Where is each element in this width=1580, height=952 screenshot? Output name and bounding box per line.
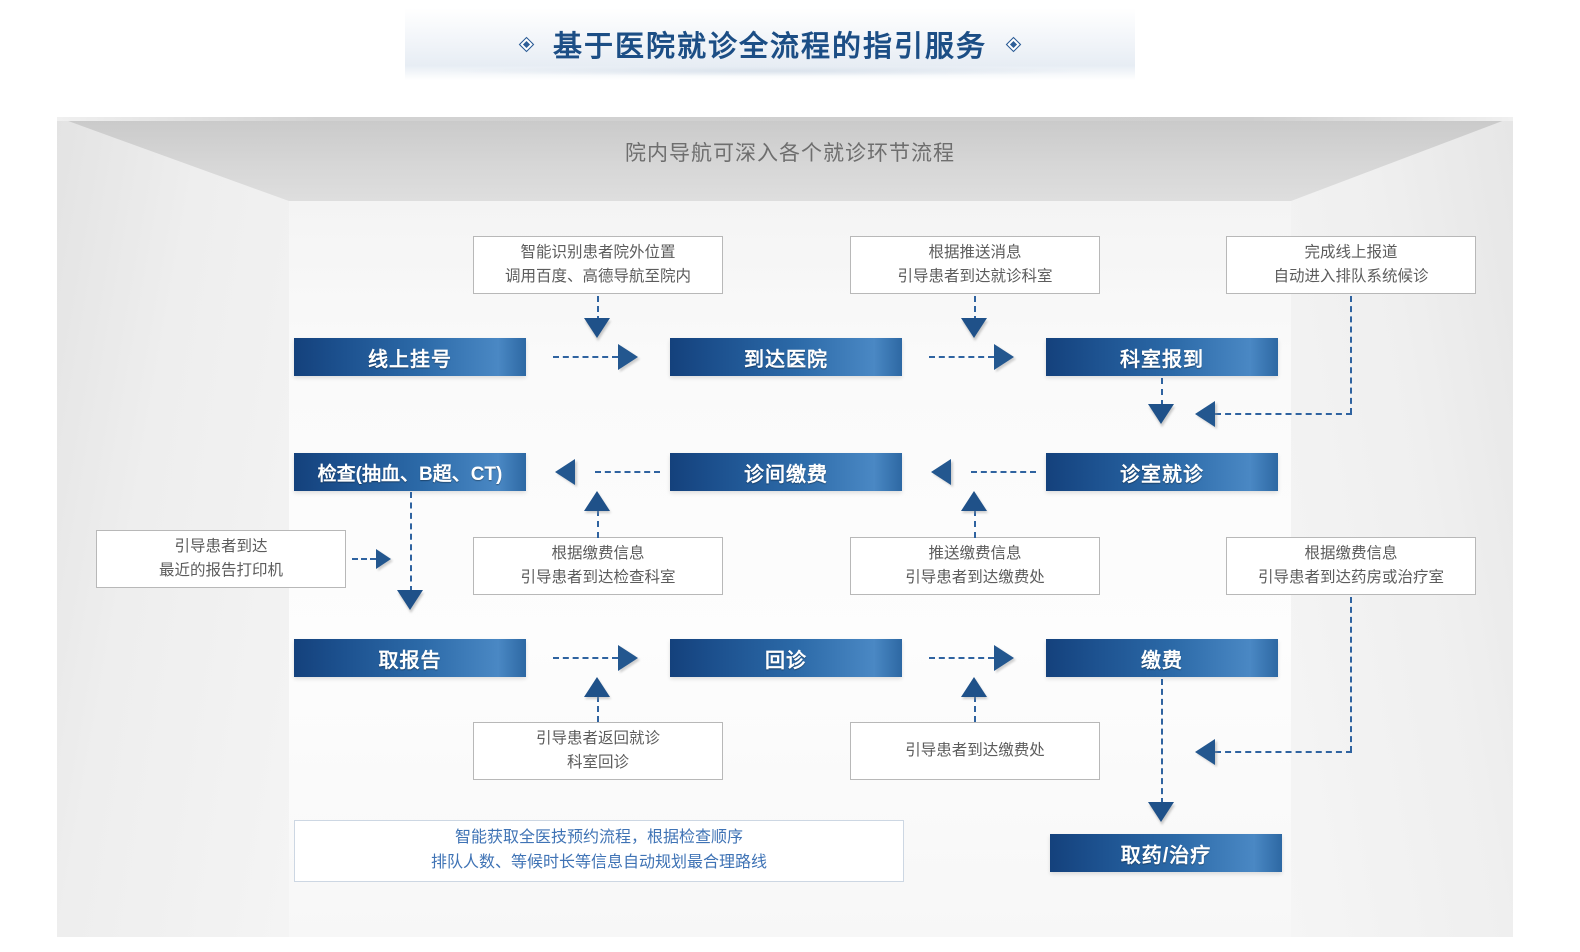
connector-n4-to-n7 (410, 492, 412, 592)
connector-n9-to-n10 (1161, 679, 1163, 804)
process-node-n9[interactable]: 缴费 (1046, 639, 1278, 677)
process-node-n6[interactable]: 诊室就诊 (1046, 453, 1278, 491)
arrowhead-a5-to-n4 (584, 491, 610, 511)
connector-n7-to-n8 (553, 657, 618, 659)
arrowhead-a6-to-n5 (961, 491, 987, 511)
frame-ceiling (57, 117, 1513, 201)
frame-top-edge (57, 117, 1513, 121)
note-a8-line1: 引导患者返回就诊 (535, 729, 660, 747)
connector-a1-to-n2 (597, 296, 599, 322)
connector-a4-to-n7 (352, 558, 376, 560)
note-a1: 智能识别患者院外位置 调用百度、高德导航至院内 (473, 236, 723, 294)
diamond-icon-left (520, 37, 533, 51)
arrowhead-n5-to-n4 (555, 459, 575, 485)
arrowhead-n3-to-n6 (1148, 404, 1174, 424)
note-a4-line1: 引导患者到达 (174, 537, 268, 555)
process-node-n7[interactable]: 取报告 (294, 639, 526, 677)
note-a5-line2: 引导患者到达检查科室 (520, 569, 676, 586)
note-a7: 根据缴费信息 引导患者到达药房或治疗室 (1226, 537, 1476, 595)
note-a2-line2: 引导患者到达就诊科室 (897, 268, 1053, 285)
arrowhead-a7-to-n10 (1195, 739, 1215, 765)
note-a6: 推送缴费信息 引导患者到达缴费处 (850, 537, 1100, 595)
note-a9-line1: 引导患者到达缴费处 (905, 741, 1045, 759)
arrowhead-n8-to-n9 (994, 645, 1014, 671)
note-a2-line1: 根据推送消息 (928, 243, 1022, 261)
connector-a5-to-n4 (597, 510, 599, 538)
connector-n2-to-n3 (929, 356, 994, 358)
arrowhead-n9-to-n10 (1148, 802, 1174, 822)
note-a10-line2: 排队人数、等候时长等信息自动规划最合理路线 (430, 854, 767, 871)
title-banner: 基于医院就诊全流程的指引服务 (405, 8, 1135, 80)
note-a6-line1: 推送缴费信息 (928, 544, 1022, 562)
diamond-icon-right (1007, 37, 1020, 51)
arrowhead-n2-to-n3 (994, 344, 1014, 370)
connector-a3-horizontal (1215, 413, 1352, 415)
note-a4-line2: 最近的报告打印机 (158, 562, 283, 579)
note-a8: 引导患者返回就诊 科室回诊 (473, 722, 723, 780)
connector-n8-to-n9 (929, 657, 994, 659)
note-a2: 根据推送消息 引导患者到达就诊科室 (850, 236, 1100, 294)
connector-a9-to-n8 (974, 696, 976, 722)
arrowhead-n7-to-n8 (618, 645, 638, 671)
connector-n3-to-n6 (1161, 378, 1163, 406)
arrowhead-a1-to-n2 (584, 318, 610, 338)
note-a4: 引导患者到达 最近的报告打印机 (96, 530, 346, 588)
note-a10: 智能获取全医技预约流程，根据检查顺序 排队人数、等候时长等信息自动规划最合理路线 (294, 820, 904, 882)
note-a3-line2: 自动进入排队系统候诊 (1273, 268, 1429, 285)
note-a1-line2: 调用百度、高德导航至院内 (504, 268, 691, 285)
frame-subtitle: 院内导航可深入各个就诊环节流程 (625, 142, 955, 165)
note-a1-line1: 智能识别患者院外位置 (520, 243, 676, 261)
process-node-n3[interactable]: 科室报到 (1046, 338, 1278, 376)
note-a3: 完成线上报道 自动进入排队系统候诊 (1226, 236, 1476, 294)
connector-a7-horizontal (1215, 751, 1352, 753)
arrowhead-n1-to-n2 (618, 344, 638, 370)
note-a7-line2: 引导患者到达药房或治疗室 (1257, 569, 1444, 586)
process-node-n1[interactable]: 线上挂号 (294, 338, 526, 376)
note-a5-line1: 根据缴费信息 (551, 544, 645, 562)
note-a7-line1: 根据缴费信息 (1304, 544, 1398, 562)
process-node-n10[interactable]: 取药/治疗 (1050, 834, 1282, 872)
arrowhead-n4-to-n7 (397, 590, 423, 610)
frame-back-panel (289, 199, 1291, 937)
connector-a3-vertical (1350, 296, 1352, 414)
connector-n5-to-n4 (595, 471, 660, 473)
connector-a8-to-n7 (597, 696, 599, 722)
note-a9: 引导患者到达缴费处 (850, 722, 1100, 780)
process-node-n8[interactable]: 回诊 (670, 639, 902, 677)
connector-a6-to-n5 (974, 510, 976, 538)
arrowhead-a3-to-n6 (1195, 401, 1215, 427)
connector-a7-vertical (1350, 597, 1352, 752)
note-a3-line1: 完成线上报道 (1304, 243, 1398, 261)
arrowhead-a9-to-n8 (961, 677, 987, 697)
process-node-n4[interactable]: 检查(抽血、B超、CT) (294, 453, 526, 491)
page-title: 基于医院就诊全流程的指引服务 (552, 31, 987, 63)
process-node-n5[interactable]: 诊间缴费 (670, 453, 902, 491)
process-node-n2[interactable]: 到达医院 (670, 338, 902, 376)
note-a5: 根据缴费信息 引导患者到达检查科室 (473, 537, 723, 595)
note-a8-line2: 科室回诊 (566, 754, 629, 771)
connector-n1-to-n2 (553, 356, 618, 358)
arrowhead-a8-to-n7 (584, 677, 610, 697)
note-a10-line1: 智能获取全医技预约流程，根据检查顺序 (454, 829, 743, 847)
perspective-frame: 院内导航可深入各个就诊环节流程 (57, 117, 1513, 937)
arrowhead-a4-to-n7 (376, 549, 391, 569)
arrowhead-n6-to-n5 (931, 459, 951, 485)
connector-a2-to-n3 (974, 296, 976, 322)
connector-n6-to-n5 (971, 471, 1036, 473)
frame-wall-left (57, 117, 289, 937)
note-a6-line2: 引导患者到达缴费处 (905, 569, 1045, 586)
arrowhead-a2-to-n3 (961, 318, 987, 338)
